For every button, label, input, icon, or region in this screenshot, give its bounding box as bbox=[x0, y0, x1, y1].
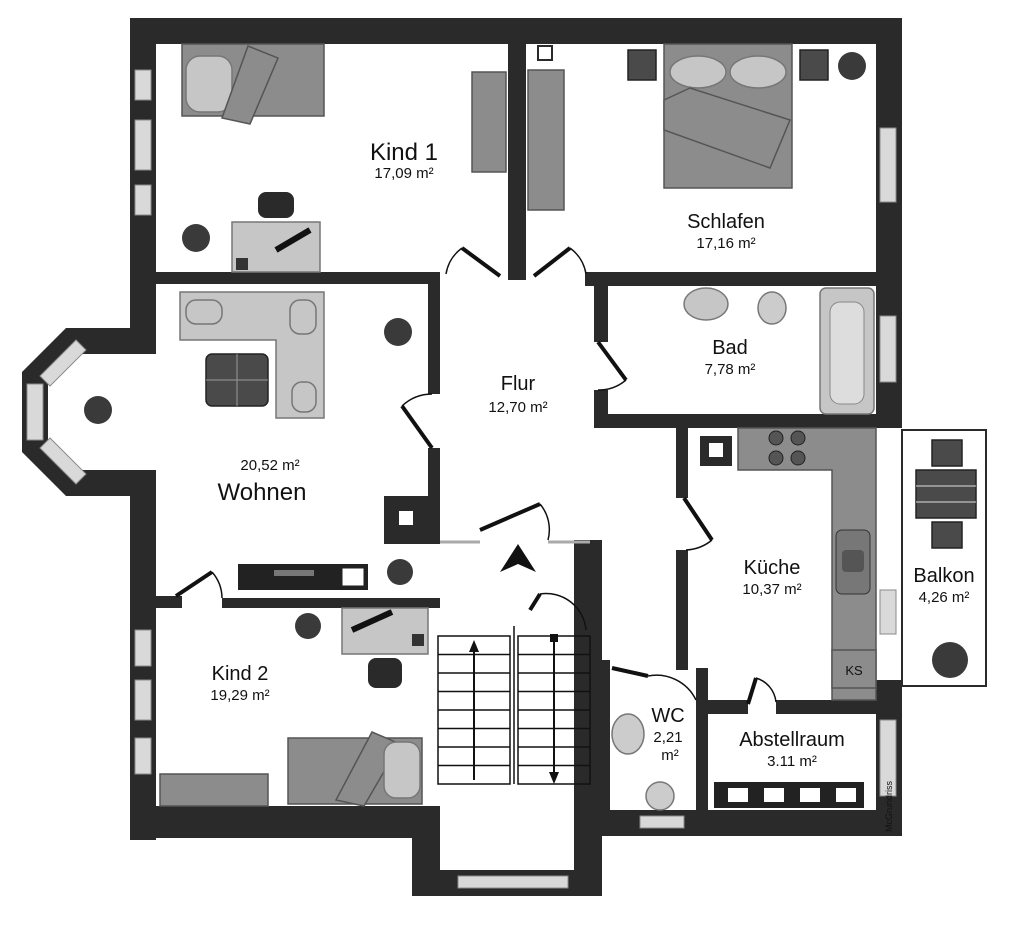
wohnen-furniture bbox=[179, 291, 368, 590]
plants bbox=[84, 52, 968, 678]
walls bbox=[22, 18, 902, 896]
kind2-furniture bbox=[159, 607, 429, 807]
room-name-wohnen: Wohnen bbox=[218, 479, 307, 506]
room-name-balkon: Balkon bbox=[913, 565, 974, 587]
room-name-abstellraum: Abstellraum bbox=[739, 729, 845, 751]
room-name-kind2: Kind 2 bbox=[212, 663, 269, 685]
room-area-wc-line1: 2,21 bbox=[653, 729, 682, 746]
room-area-wc-line2: m² bbox=[661, 747, 679, 764]
room-area-wohnen: 20,52 m² bbox=[240, 457, 299, 474]
kind1-furniture bbox=[181, 43, 507, 273]
fridge-label: KS bbox=[845, 663, 863, 678]
room-labels: Kind 1 17,09 m² Schlafen 17,16 m² Bad 7,… bbox=[210, 139, 974, 770]
room-name-kueche: Küche bbox=[744, 557, 801, 579]
kueche-furniture: KS bbox=[737, 427, 877, 701]
room-area-kind1: 17,09 m² bbox=[374, 165, 433, 182]
room-area-balkon: 4,26 m² bbox=[919, 589, 970, 606]
bad-furniture bbox=[683, 287, 875, 415]
room-area-bad: 7,78 m² bbox=[705, 361, 756, 378]
doors bbox=[174, 246, 777, 705]
room-area-schlafen: 17,16 m² bbox=[696, 235, 755, 252]
north-arrow bbox=[500, 544, 536, 572]
balcony bbox=[901, 429, 987, 687]
room-name-kind1: Kind 1 bbox=[370, 139, 438, 166]
wc-furniture bbox=[611, 713, 864, 811]
room-area-flur: 12,70 m² bbox=[488, 399, 547, 416]
staircase bbox=[437, 544, 591, 785]
schlafen-furniture bbox=[527, 43, 829, 211]
room-area-kueche: 10,37 m² bbox=[742, 581, 801, 598]
room-area-abstellraum: 3.11 m² bbox=[767, 753, 817, 770]
room-area-kind2: 19,29 m² bbox=[210, 687, 269, 704]
windows bbox=[26, 69, 897, 889]
room-name-bad: Bad bbox=[712, 337, 748, 359]
room-name-schlafen: Schlafen bbox=[687, 211, 765, 233]
room-name-wc: WC bbox=[651, 705, 684, 727]
room-name-flur: Flur bbox=[501, 373, 536, 395]
credit-label: McGrundriss bbox=[884, 780, 894, 832]
